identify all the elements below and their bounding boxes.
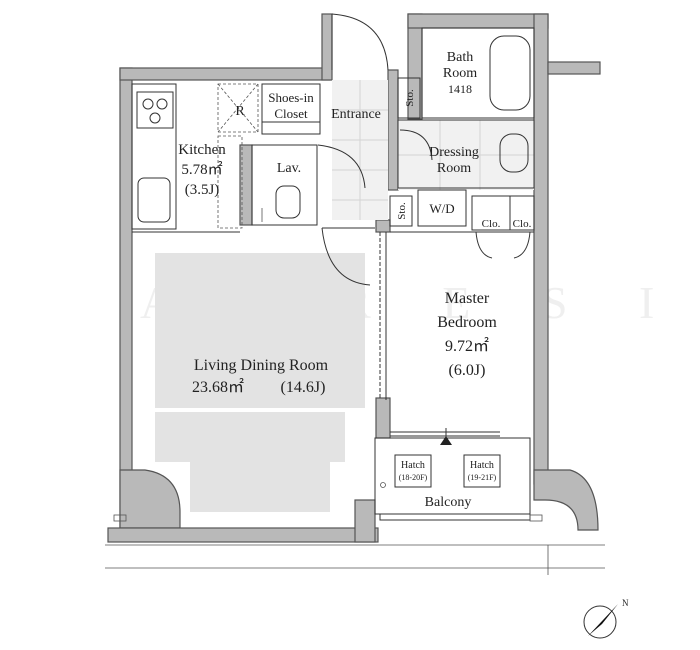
- kitchen-area: 5.78㎡: [181, 161, 222, 178]
- refrigerator-label: R: [235, 104, 245, 119]
- compass-arrow-icon: [588, 604, 618, 636]
- compass: N: [583, 598, 629, 639]
- wall-top-left: [119, 67, 331, 81]
- kitchen-name: Kitchen: [178, 142, 226, 158]
- dressing-line1: Dressing: [429, 145, 479, 160]
- closet-1-label: Clo.: [482, 218, 501, 230]
- shoes-closet-line2: Closet: [274, 106, 308, 121]
- wall-partition-top: [375, 219, 391, 233]
- hatch-1-floors: (18-20F): [399, 473, 428, 482]
- hatch-2-floors: (19-21F): [468, 473, 497, 482]
- wall-corner-right: [533, 469, 599, 531]
- master-area: 9.72㎡: [445, 337, 489, 355]
- wall-entrance-left: [321, 13, 333, 81]
- wall-bottom-left: [107, 527, 379, 543]
- storage-mid-label: Sto.: [396, 202, 408, 220]
- bath-size: 1418: [448, 82, 472, 96]
- interior-lines: [113, 13, 543, 522]
- master-line1: Master: [445, 290, 490, 307]
- wall-left: [119, 67, 133, 529]
- wall-right-stub: [547, 61, 601, 75]
- storage-top-label: Sto.: [404, 89, 416, 107]
- compass-label: N: [622, 598, 629, 608]
- kitchen-tatami: (3.5J): [185, 182, 220, 198]
- master-tatami: (6.0J): [449, 362, 486, 379]
- bath-line2: Room: [443, 66, 477, 81]
- living-table: [190, 412, 330, 512]
- hatch-1-label: Hatch: [401, 460, 425, 471]
- balcony-label: Balcony: [425, 495, 472, 510]
- living-tatami: (14.6J): [281, 379, 326, 396]
- tiled-area: [332, 80, 534, 220]
- entrance-label: Entrance: [331, 107, 381, 122]
- wall-corner-left: [119, 469, 181, 529]
- labels: R Kitchen 5.78㎡ (3.5J) Shoes-in Closet E…: [178, 50, 531, 510]
- dressing-line2: Room: [437, 161, 471, 176]
- washer-label: W/D: [429, 201, 454, 216]
- walls: [107, 13, 601, 543]
- closet-2-label: Clo.: [513, 218, 532, 230]
- living-name: Living Dining Room: [194, 357, 329, 374]
- bath-line1: Bath: [447, 50, 473, 65]
- wall-bottom-mid: [354, 499, 376, 543]
- wall-right: [533, 13, 549, 485]
- master-line2: Bedroom: [437, 314, 497, 331]
- living-area: 23.68㎡: [192, 378, 244, 396]
- furniture: [155, 253, 365, 512]
- wall-bath-top: [407, 13, 549, 29]
- wall-partition: [375, 397, 391, 439]
- wall-entrance-right: [387, 69, 399, 191]
- shoes-closet-line1: Shoes-in: [268, 90, 314, 105]
- lavatory-label: Lav.: [277, 161, 301, 176]
- living-sofa: [155, 253, 365, 408]
- hatch-2-label: Hatch: [470, 460, 494, 471]
